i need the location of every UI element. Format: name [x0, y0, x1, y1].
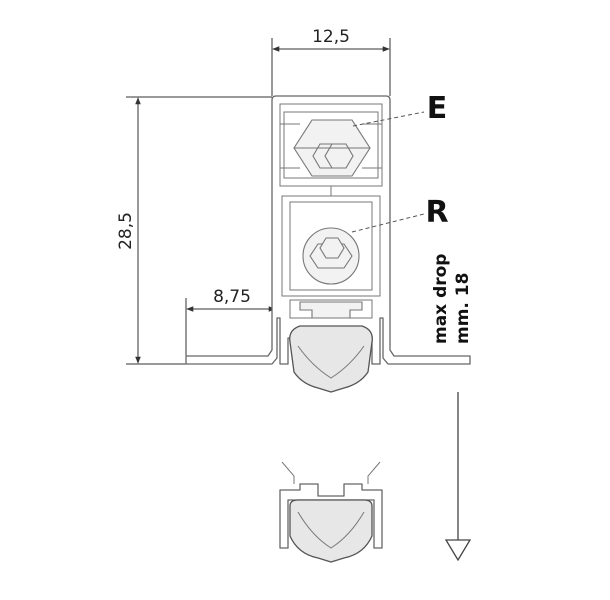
max-drop-note-line1: max drop	[431, 254, 451, 344]
height-dimension-label: 28,5	[116, 212, 136, 250]
seal-upper	[289, 325, 373, 393]
width-dimension: 12,5	[271, 27, 391, 96]
callout-e: E	[352, 91, 448, 127]
callout-e-label: E	[427, 91, 448, 126]
callout-r: R	[351, 195, 449, 233]
width-dimension-label: 12,5	[312, 27, 350, 47]
mechanism-e	[293, 119, 371, 177]
mechanism-r	[302, 227, 360, 285]
max-drop-note: max drop mm. 18	[431, 254, 473, 344]
drop-direction-arrow	[444, 392, 472, 562]
max-drop-note-line2: mm. 18	[453, 273, 473, 344]
seal-dropped-position	[279, 461, 383, 563]
flange-dimension: 8,75	[185, 287, 277, 356]
flange-dimension-label: 8,75	[213, 287, 251, 307]
height-dimension: 28,5	[116, 96, 272, 365]
callout-r-label: R	[425, 195, 448, 230]
